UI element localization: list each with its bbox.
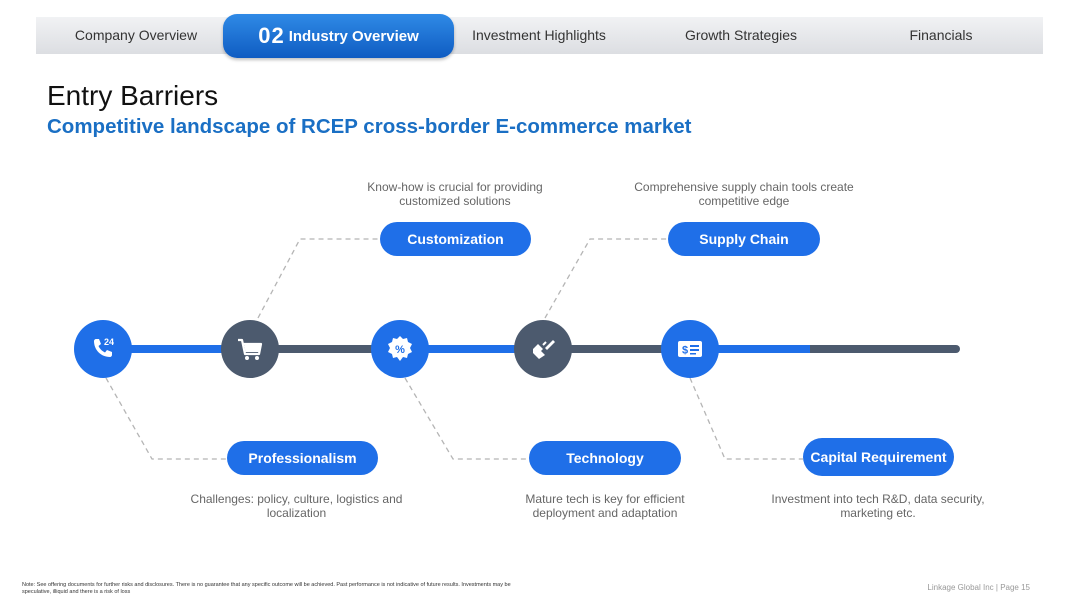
timeline-segment bbox=[103, 345, 233, 353]
supply-chain-description: Comprehensive supply chain tools create … bbox=[634, 180, 854, 208]
svg-text:$: $ bbox=[682, 345, 688, 357]
nav-tab-label: Company Overview bbox=[74, 27, 198, 43]
timeline-segment bbox=[400, 345, 540, 353]
phone-24-icon: 24 bbox=[94, 337, 114, 357]
top-nav: Company Overview Investment Highlights G… bbox=[36, 17, 1043, 54]
nav-tab-label: Financials bbox=[909, 27, 973, 43]
customization-pill: Customization bbox=[380, 222, 531, 256]
phone-badge-text: 24 bbox=[104, 337, 114, 347]
percent-badge-icon: % bbox=[388, 336, 412, 361]
technology-description: Mature tech is key for efficient deploym… bbox=[525, 492, 685, 520]
disclaimer-note: Note: See offering documents for further… bbox=[22, 582, 511, 595]
timeline-node bbox=[221, 320, 279, 378]
timeline-segment bbox=[543, 345, 688, 353]
nav-tab-financials[interactable]: Financials bbox=[866, 17, 1016, 54]
nav-tab-number: 02 bbox=[258, 23, 285, 48]
connector-supply-chain bbox=[544, 238, 668, 319]
nav-tab-label: Investment Highlights bbox=[472, 27, 606, 43]
nav-tab-label: Growth Strategies bbox=[684, 27, 798, 43]
connector-customization bbox=[257, 238, 380, 319]
technology-pill: Technology bbox=[529, 441, 681, 475]
professionalism-description: Challenges: policy, culture, logistics a… bbox=[190, 492, 403, 520]
capital-requirement-description: Investment into tech R&D, data security,… bbox=[771, 492, 985, 520]
svg-text:%: % bbox=[395, 344, 405, 356]
nav-tab-investment-highlights[interactable]: Investment Highlights bbox=[454, 17, 624, 54]
hand-pen-icon bbox=[533, 340, 555, 359]
connector-professionalism bbox=[105, 377, 228, 460]
capital-requirement-pill: Capital Requirement bbox=[803, 438, 954, 476]
professionalism-pill: Professionalism bbox=[227, 441, 378, 475]
page-title: Entry Barriers bbox=[47, 80, 219, 111]
nav-tab-label: Industry Overview bbox=[288, 27, 419, 45]
dollar-card-icon: $ bbox=[678, 341, 702, 357]
nav-tab-growth-strategies[interactable]: Growth Strategies bbox=[656, 17, 826, 54]
timeline-segment bbox=[690, 345, 810, 353]
connector-capital-requirement bbox=[689, 377, 803, 460]
customization-description: Know-how is crucial for providing custom… bbox=[367, 180, 543, 208]
timeline-node bbox=[514, 320, 572, 378]
timeline-segment bbox=[810, 345, 960, 353]
nav-tab-industry-overview[interactable]: 02 Industry Overview bbox=[223, 14, 454, 58]
nav-tab-company-overview[interactable]: Company Overview bbox=[36, 17, 236, 54]
timeline-node: 24 bbox=[74, 320, 132, 378]
page-subtitle: Competitive landscape of RCEP cross-bord… bbox=[47, 115, 692, 138]
timeline-node: $ bbox=[661, 320, 719, 378]
page-number: Linkage Global Inc | Page 15 bbox=[927, 583, 1030, 592]
supply-chain-pill: Supply Chain bbox=[668, 222, 820, 256]
shopping-cart-icon bbox=[238, 338, 263, 360]
timeline-segment bbox=[250, 345, 390, 353]
timeline-node: % bbox=[371, 320, 429, 378]
connector-technology bbox=[404, 377, 530, 460]
